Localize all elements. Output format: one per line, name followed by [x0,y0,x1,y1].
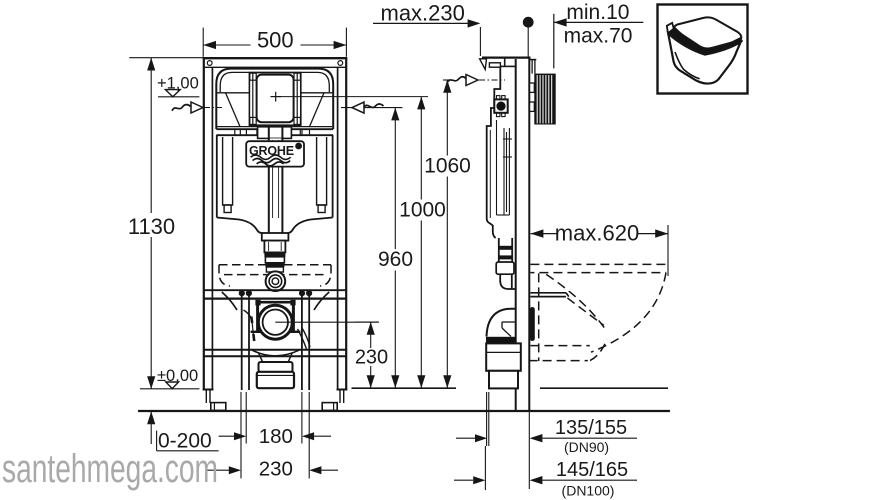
svg-text:max.230: max.230 [381,1,465,26]
svg-text:1130: 1130 [128,214,175,239]
svg-text:960: 960 [378,248,413,271]
svg-text:(DN90): (DN90) [564,439,609,455]
svg-text:max.70: max.70 [564,24,633,47]
svg-text:(DN100): (DN100) [562,483,615,499]
svg-text:min.10: min.10 [566,1,629,24]
svg-text:135/155: 135/155 [555,417,627,439]
svg-text:180: 180 [259,425,293,448]
svg-text:145/165: 145/165 [556,459,628,481]
svg-text:500: 500 [257,28,294,53]
svg-text:+1,00: +1,00 [157,75,199,93]
svg-text:±0,00: ±0,00 [157,367,198,385]
svg-text:230: 230 [259,458,293,481]
svg-text:GROHE: GROHE [249,144,294,158]
svg-text:230: 230 [355,347,388,369]
svg-text:1000: 1000 [399,199,446,222]
svg-text:0-200: 0-200 [158,429,212,452]
svg-text:max.620: max.620 [555,220,639,245]
svg-text:1060: 1060 [424,155,471,178]
svg-text:santehmega.com: santehmega.com [2,447,218,491]
